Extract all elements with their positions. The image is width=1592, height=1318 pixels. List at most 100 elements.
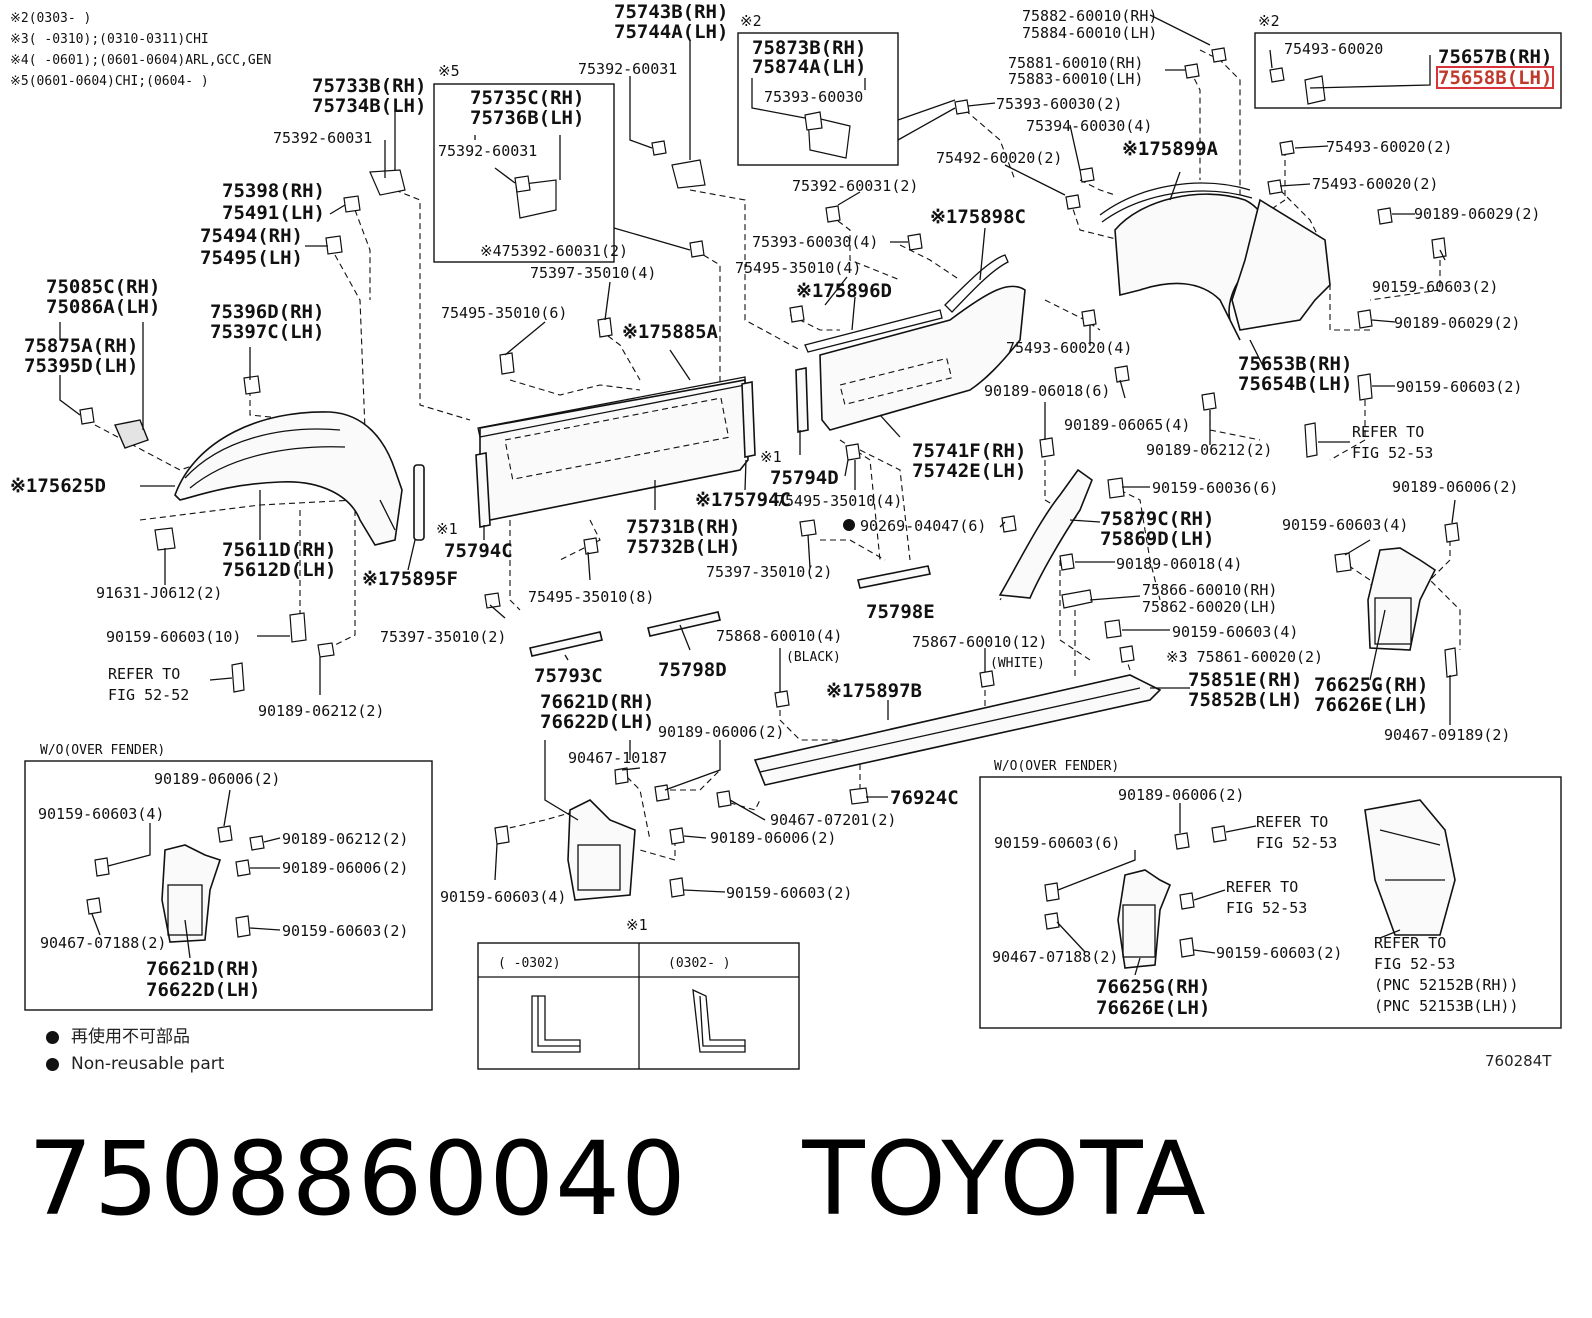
- callout-note5: ※5: [438, 62, 460, 80]
- callout-75392-2: 75392-60031(2): [792, 177, 918, 195]
- rear-quarter-panel: [819, 285, 1026, 431]
- callout-75868-black: (BLACK): [786, 650, 841, 665]
- callout-75897B: ※175897B: [826, 680, 922, 702]
- wo-right-title: W/O(OVER FENDER): [994, 759, 1119, 774]
- part-callouts: 75733B(RH) 75734B(LH) 75392-60031 75398(…: [10, 1, 1552, 971]
- callout-note2: ※2: [740, 12, 762, 30]
- mudflap-bracket: [114, 419, 149, 449]
- wo-right-e: 90467-07188(2): [992, 948, 1118, 966]
- non-reusable-dot: [843, 519, 855, 531]
- callout-90189-06065: 90189-06065(4): [1064, 416, 1190, 434]
- callout-refer: REFER TO: [108, 665, 180, 683]
- callout-75852B: 75852B(LH): [1188, 689, 1302, 711]
- callout-76626E: 76626E(LH): [1314, 694, 1428, 716]
- callout-75625D: ※175625D: [10, 475, 106, 497]
- callout-75741F: 75741F(RH): [912, 440, 1026, 462]
- callout-90159-4m: 90159-60603(4): [440, 888, 566, 906]
- wo-right-pnc2: (PNC 52153B(LH)): [1374, 997, 1519, 1015]
- callout-76625G: 76625G(RH): [1314, 674, 1428, 696]
- rocker-moulding-group: [753, 437, 1162, 805]
- callout-75493-2a: 75493-60020(2): [1326, 138, 1452, 156]
- callout-76924C: 76924C: [890, 787, 959, 809]
- callout-76622D: 76622D(LH): [540, 711, 654, 733]
- callout-75851E: 75851E(RH): [1188, 669, 1302, 691]
- callout-75875A: 75875A(RH): [24, 335, 138, 357]
- variant-range-2: (0302- ): [668, 956, 731, 971]
- callout-90467-10187: 90467-10187: [568, 749, 667, 767]
- wo-left-d: 90189-06006(2): [282, 859, 408, 877]
- wo-left-f: 90159-60603(2): [282, 922, 408, 940]
- callout-75395D: 75395D(LH): [24, 355, 138, 377]
- note-line: ※3( -0310);(0310-0311)CHI: [10, 32, 209, 47]
- wo-over-fender-right-box: [979, 776, 1562, 1029]
- callout-75734B: 75734B(LH): [312, 95, 426, 117]
- callout-note1: ※1: [436, 520, 458, 538]
- rocker-strip: [529, 631, 603, 657]
- callout-75885A: ※175885A: [622, 321, 719, 343]
- wo-left-a: 90189-06006(2): [154, 770, 280, 788]
- callout-75392-top: 75392-60031: [578, 60, 677, 78]
- callout-75743B: 75743B(RH): [614, 1, 728, 23]
- callout-75879C: 75879C(RH): [1100, 508, 1214, 530]
- wo-right-g: 76625G(RH): [1096, 976, 1210, 998]
- applicability-notes: ※2(0303- ) ※3( -0310);(0310-0311)CHI ※4(…: [10, 11, 271, 89]
- callout-75393-4: 75393-60030(4): [752, 233, 878, 251]
- inset-note2b-box: [1254, 32, 1562, 109]
- callout-75653B: 75653B(RH): [1238, 353, 1352, 375]
- inset-note5-box: [433, 83, 615, 263]
- callout-75612D: 75612D(LH): [222, 559, 336, 581]
- callout-90189-06212: 90189-06212(2): [258, 702, 384, 720]
- callout-90269: 90269-04047(6): [860, 517, 986, 535]
- callout-note1-b: ※1: [760, 448, 782, 466]
- callout-90159-4b: 90159-60603(4): [1172, 623, 1298, 641]
- wo-right-h: 76626E(LH): [1096, 997, 1210, 1019]
- leader-lines: [59, 14, 1456, 976]
- callout-note2-b: ※2: [1258, 12, 1280, 30]
- callout-90189-06029b: 90189-06029(2): [1394, 314, 1520, 332]
- callout-75874A: 75874A(LH): [752, 56, 866, 78]
- caption-part-number: 7508860040: [28, 1120, 687, 1239]
- callout-90189-06029a: 90189-06029(2): [1414, 205, 1540, 223]
- callout-75086A: 75086A(LH): [46, 296, 160, 318]
- variant-range-1: ( -0302): [498, 956, 561, 971]
- wo-left-c: 90189-06212(2): [282, 830, 408, 848]
- callout-75394: 75394-60030(4): [1026, 117, 1152, 135]
- callout-75611D: 75611D(RH): [222, 539, 336, 561]
- parts-diagram: ※2(0303- ) ※3( -0310);(0310-0311)CHI ※4(…: [10, 1, 1562, 1070]
- callout-90189-06018-4: 90189-06018(4): [1116, 555, 1242, 573]
- wo-left-g: 76621D(RH): [146, 958, 260, 980]
- callout-75491: 75491(LH): [222, 202, 325, 224]
- wo-right-callouts: W/O(OVER FENDER) 90189-06006(2) 90159-60…: [992, 759, 1519, 1019]
- callout-75899A: ※175899A: [1122, 138, 1219, 160]
- callout-75881: 75881-60010(RH): [1008, 54, 1143, 72]
- wo-right-ref3a: REFER TO: [1374, 934, 1446, 952]
- callout-75744A: 75744A(LH): [614, 21, 728, 43]
- callout-90159-4r: 90159-60603(4): [1282, 516, 1408, 534]
- callout-90159-2m: 90159-60603(2): [726, 884, 852, 902]
- callout-90189-06006-r: 90189-06006(2): [1392, 478, 1518, 496]
- callout-75493-4: 75493-60020(4): [1006, 339, 1132, 357]
- callout-75495: 75495(LH): [200, 247, 303, 269]
- wo-left-e: 90467-07188(2): [40, 934, 166, 952]
- callout-75866: 75866-60010(RH): [1142, 581, 1277, 599]
- callout-90467-07201: 90467-07201(2): [770, 811, 896, 829]
- callout-90189-06018-6: 90189-06018(6): [984, 382, 1110, 400]
- wo-right-f: 90159-60603(2): [1216, 944, 1342, 962]
- caption-brand: TOYOTA: [802, 1120, 1207, 1239]
- callout-75884: 75884-60010(LH): [1022, 24, 1157, 42]
- callout-75392-inset: 75392-60031: [438, 142, 537, 160]
- wo-over-fender-left-box: [24, 760, 433, 1011]
- inset-boxes: [24, 32, 1562, 1070]
- callout-refer-fig: FIG 52-52: [108, 686, 189, 704]
- front-mudguard: [567, 799, 636, 901]
- callout-75898C: ※175898C: [930, 206, 1026, 228]
- callout-75495-4b: 75495-35010(4): [776, 492, 902, 510]
- wo-right-ref2a: REFER TO: [1226, 878, 1298, 896]
- callout-75869D: 75869D(LH): [1100, 528, 1214, 550]
- wo-right-b: 90159-60603(6): [994, 834, 1120, 852]
- callout-75495-4: 75495-35010(4): [735, 259, 861, 277]
- non-reusable-dot-icon: [46, 1031, 59, 1044]
- non-reusable-dot-icon: [46, 1058, 59, 1071]
- callout-75794C-2: ※175794C: [695, 489, 791, 511]
